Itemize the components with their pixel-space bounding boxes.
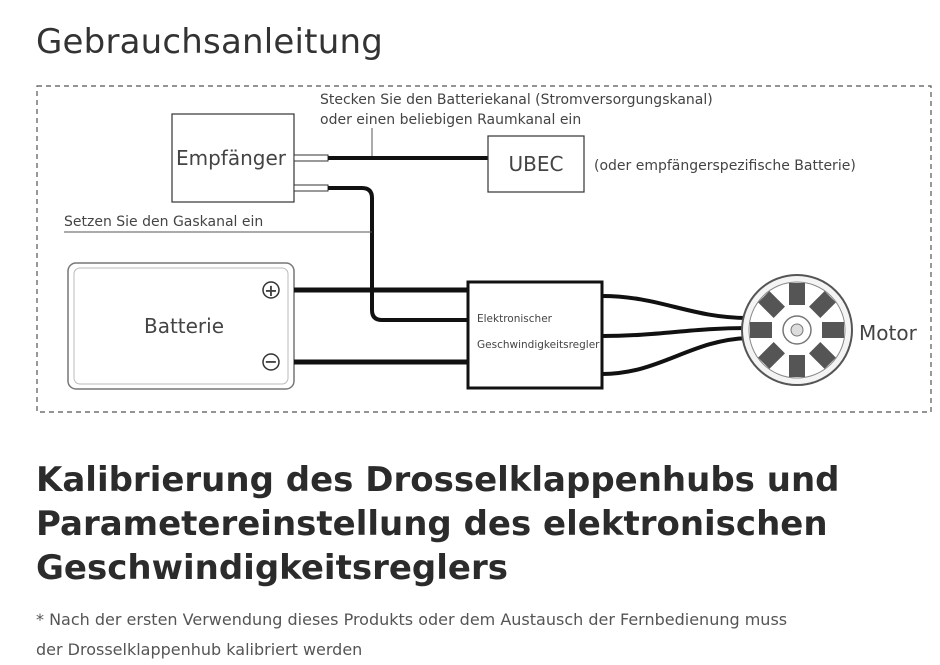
section-heading-line3: Geschwindigkeitsreglers — [36, 548, 508, 588]
page-title: Gebrauchsanleitung — [36, 22, 383, 62]
battery-channel-note-line2: oder einen beliebigen Raumkanal ein — [320, 112, 581, 128]
calibration-note: * Nach der ersten Verwendung dieses Prod… — [36, 605, 916, 665]
battery-label: Batterie — [144, 314, 224, 338]
motor-phase-wire-a — [601, 294, 749, 320]
motor-icon — [741, 274, 853, 386]
diagram-frame — [36, 85, 932, 413]
ubec-box — [487, 135, 585, 193]
throttle-note: Setzen Sie den Gaskanal ein — [64, 214, 263, 230]
battery-inner-frame — [73, 267, 289, 385]
esc-box — [466, 280, 604, 390]
motor-phase-wire-c — [601, 336, 749, 376]
receiver-label: Empfänger — [176, 146, 287, 170]
battery-plus-terminal — [262, 281, 280, 299]
ubec-note: (oder empfängerspezifische Batterie) — [594, 158, 856, 174]
battery-plus-sign: + — [264, 281, 277, 300]
battery-minus-sign: − — [264, 352, 277, 371]
throttle-wire — [328, 186, 468, 322]
wiring-diagram: Stecken Sie den Batteriekanal (Stromvers… — [36, 85, 932, 413]
section-heading-line2: Parametereinstellung des elektronischen — [36, 504, 828, 544]
receiver-plug-top — [293, 154, 329, 162]
ubec-label: UBEC — [509, 152, 564, 176]
receiver-plug-bottom — [293, 184, 329, 192]
esc-label-line1: Elektronischer — [477, 313, 553, 325]
section-heading-line1: Kalibrierung des Drosselklappenhubs und — [36, 460, 840, 500]
calibration-note-line2: der Drosselklappenhub kalibriert werden — [36, 640, 363, 659]
battery-box — [67, 262, 295, 390]
calibration-note-line1: * Nach der ersten Verwendung dieses Prod… — [36, 610, 788, 629]
battery-minus-terminal — [262, 353, 280, 371]
receiver-box — [171, 113, 295, 203]
section-heading: Kalibrierung des Drosselklappenhubs und … — [36, 458, 916, 590]
motor-label: Motor — [859, 321, 918, 345]
motor-phase-wire-b — [601, 326, 749, 338]
battery-channel-note-line1: Stecken Sie den Batteriekanal (Stromvers… — [320, 92, 713, 108]
esc-label-line2: Geschwindigkeitsregler — [477, 339, 600, 351]
